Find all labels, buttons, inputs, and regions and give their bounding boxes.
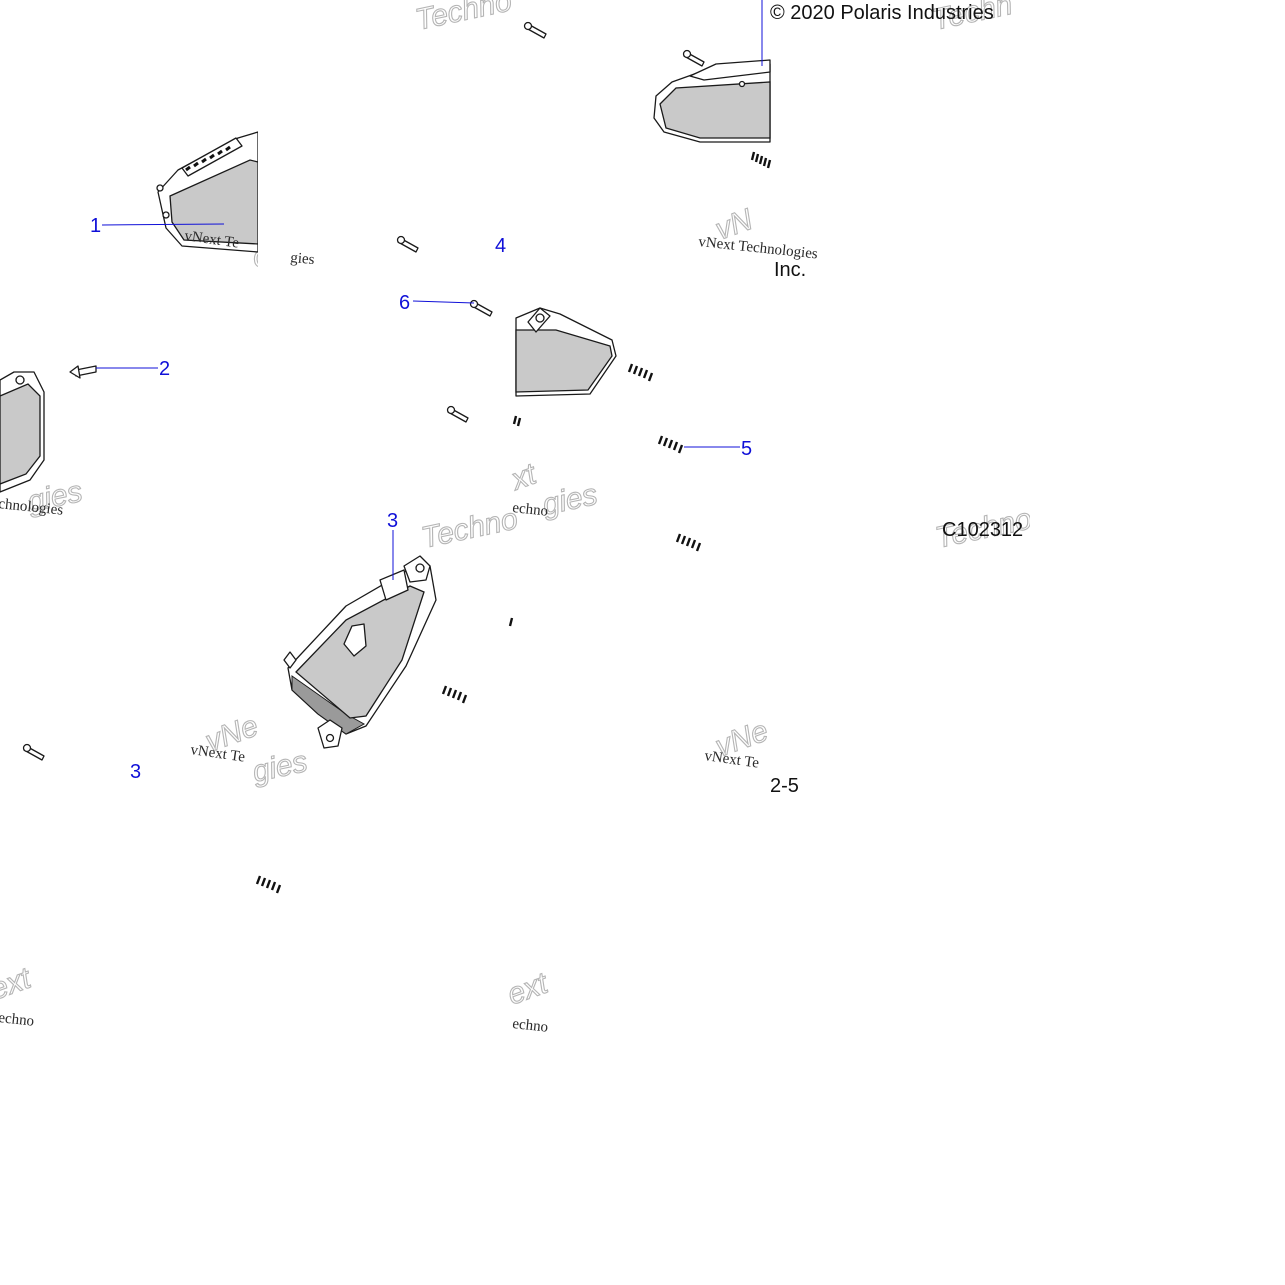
watermark-small: echno [512, 500, 549, 520]
screw-icon [69, 365, 97, 379]
document-labels: © 2020 Polaris Industries Inc. C102312 2… [770, 2, 1023, 797]
watermark-fragment: xt [505, 457, 542, 497]
watermark-fragment: Techno [413, 0, 515, 37]
callout-4: 4 [495, 235, 506, 257]
screw-icon [396, 235, 419, 253]
screw-icon [22, 743, 45, 761]
watermark-fragment: Techno [419, 502, 521, 555]
spring-icon [750, 151, 772, 169]
spring-icon [675, 533, 702, 552]
headlight-assembly-icon [156, 120, 518, 280]
watermark-small: vNext Te [183, 228, 240, 252]
callout-3: 3 [387, 510, 398, 532]
copyright-tail: Inc. [774, 259, 806, 281]
callout-3-partial: 3 [130, 761, 141, 783]
watermark-fragment: gies [540, 478, 601, 522]
copyright-text: © 2020 Polaris Industries [770, 2, 994, 24]
watermark-small: vNext Te [703, 748, 760, 772]
callouts: 1 2 3 4 5 6 3 [90, 215, 752, 783]
headlight-assembly-icon [515, 307, 617, 397]
screw-icon [469, 299, 493, 317]
watermark-small: echno [512, 1016, 549, 1036]
screw-icon [446, 405, 469, 423]
headlight-assembly-icon [283, 555, 437, 749]
watermark-fragment: ext [503, 966, 553, 1011]
spring-icon [441, 685, 468, 704]
callout-6: 6 [399, 292, 410, 314]
watermark-small: echno [0, 1010, 35, 1030]
screw-icon [682, 49, 705, 67]
spring-icon [512, 415, 522, 427]
callout-2: 2 [159, 358, 170, 380]
leader-lines [96, 0, 763, 580]
watermark-small: gies [290, 250, 316, 268]
callout-1: 1 [90, 215, 101, 237]
screw-icon [523, 21, 547, 39]
spring-icon [627, 363, 654, 382]
figure-code: C102312 [942, 519, 1023, 541]
spring-icon [657, 435, 684, 454]
watermark-small: chnologies [0, 496, 64, 519]
page-fragment: 2-5 [770, 775, 799, 797]
headlight-assembly-icon [653, 59, 771, 143]
watermark-small: vNext Te [189, 742, 246, 766]
spring-icon [255, 875, 282, 894]
watermark-fragment: gies [250, 745, 311, 789]
callout-5: 5 [741, 438, 752, 460]
headlight-assembly-icon [0, 371, 45, 493]
watermark-fragment: ext [0, 961, 37, 1006]
spring-icon [508, 617, 514, 627]
